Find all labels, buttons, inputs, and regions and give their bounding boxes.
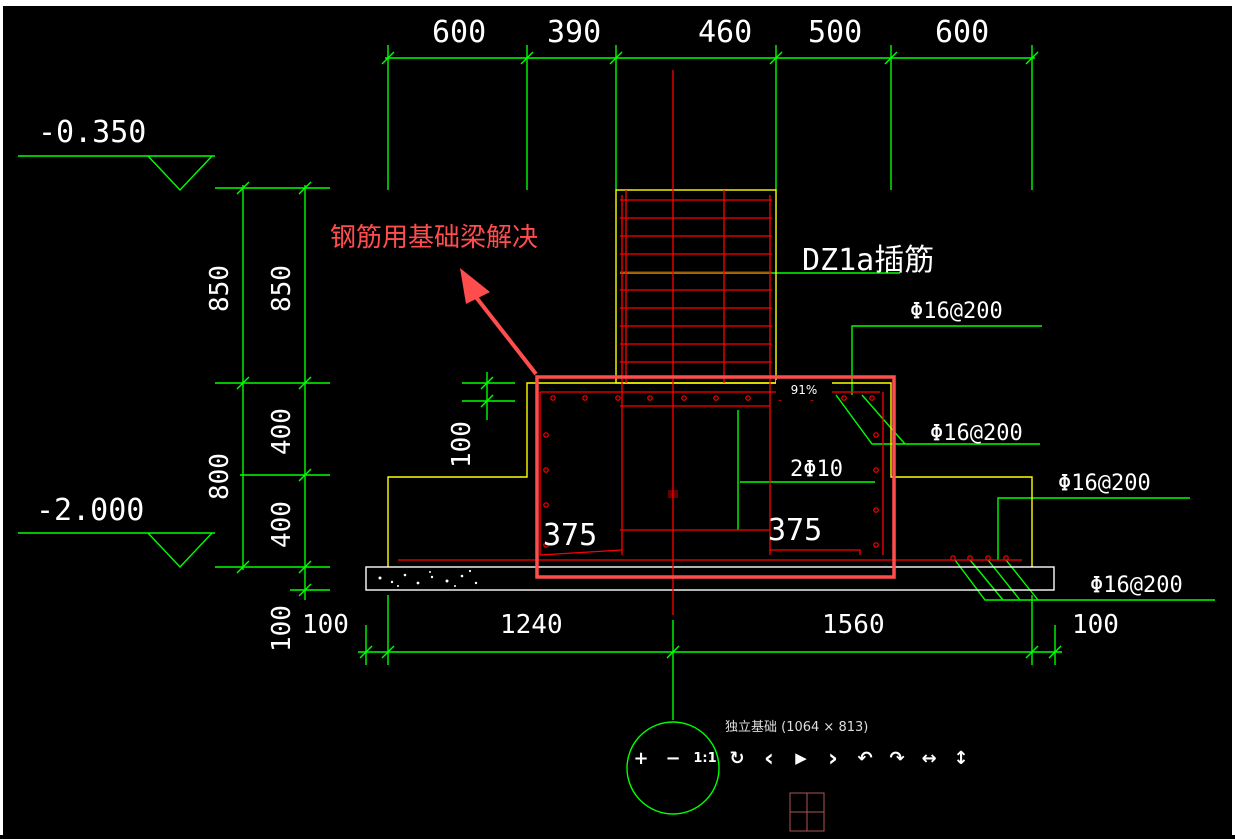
thumbnail-icon <box>789 792 825 832</box>
rotate-left-icon: ↶ <box>857 747 873 769</box>
rotate-left-button[interactable]: ↶ <box>849 742 881 774</box>
refresh-icon: ↻ <box>729 747 745 769</box>
chevron-right-icon: › <box>828 744 838 772</box>
elevation-bottom: -2.000 <box>36 493 144 528</box>
previous-button[interactable]: ‹ <box>753 742 785 774</box>
rebar-label-3: Φ16@200 <box>1058 471 1151 496</box>
next-button[interactable]: › <box>817 742 849 774</box>
rotate-right-button[interactable]: ↷ <box>881 742 913 774</box>
actual-size-button[interactable]: 1:1 <box>689 742 721 774</box>
callout-text: 钢筋用基础梁解决 <box>330 223 538 253</box>
flip-vertical-button[interactable]: ↕ <box>945 742 977 774</box>
one-to-one-icon: 1:1 <box>693 750 717 766</box>
rebar-label-2: Φ16@200 <box>930 421 1023 446</box>
dim-top-4: 500 <box>808 15 862 50</box>
flip-vertical-icon: ↕ <box>953 747 969 769</box>
annotation-arrow <box>460 268 538 376</box>
dim-bottom-1: 100 <box>302 610 349 640</box>
rotate-right-icon: ↷ <box>889 747 905 769</box>
viewer-toolbar: + − 1:1 ↻ ‹ ▶ › ↶ ↷ ↔ ↕ <box>625 742 977 774</box>
foundation-outline <box>387 189 1033 567</box>
dim-bottom-4: 100 <box>1072 610 1119 640</box>
rebar-label-1: Φ16@200 <box>910 299 1003 324</box>
column-rebar-label: DZ1a插筋 <box>802 243 934 278</box>
dim-top-1: 600 <box>432 15 486 50</box>
zoom-level: 91% <box>776 380 832 400</box>
cushion-layer <box>365 566 1055 591</box>
dim-bottom-3: 1560 <box>822 610 885 640</box>
step-left-label: 375 <box>543 518 597 553</box>
play-icon: ▶ <box>795 749 807 767</box>
rebar-label-4: Φ16@200 <box>1090 573 1183 598</box>
dim-top-2: 390 <box>547 15 601 50</box>
reset-button[interactable]: ↻ <box>721 742 753 774</box>
image-caption: 独立基础 (1064 × 813) <box>725 720 869 735</box>
elevation-top: -0.350 <box>38 115 146 150</box>
plus-icon: + <box>633 747 649 769</box>
play-button[interactable]: ▶ <box>785 742 817 774</box>
flip-horizontal-icon: ↔ <box>921 747 937 769</box>
dim-left-bottom-offset: 100 <box>267 605 297 652</box>
dim-bottom-2: 1240 <box>500 610 563 640</box>
annotation-box <box>535 375 896 579</box>
flip-horizontal-button[interactable]: ↔ <box>913 742 945 774</box>
dim-left-inner-mid: 400 <box>267 408 297 455</box>
dim-top-3: 460 <box>698 15 752 50</box>
dim-left-inner-top: 850 <box>267 265 297 312</box>
dim-top-5: 600 <box>935 15 989 50</box>
zoom-in-button[interactable]: + <box>625 742 657 774</box>
rebar-lines <box>398 70 1022 615</box>
dim-step: 100 <box>447 421 477 468</box>
step-right-label: 375 <box>768 513 822 548</box>
chevron-left-icon: ‹ <box>764 744 774 772</box>
dim-left-outer-bottom: 800 <box>205 453 235 500</box>
dim-left-inner-bot: 400 <box>267 501 297 548</box>
dimension-lines <box>18 45 1215 815</box>
rebar-bars-label: 2Φ10 <box>790 457 843 482</box>
minus-icon: − <box>665 747 681 769</box>
zoom-out-button[interactable]: − <box>657 742 689 774</box>
dim-left-outer-top: 850 <box>205 265 235 312</box>
